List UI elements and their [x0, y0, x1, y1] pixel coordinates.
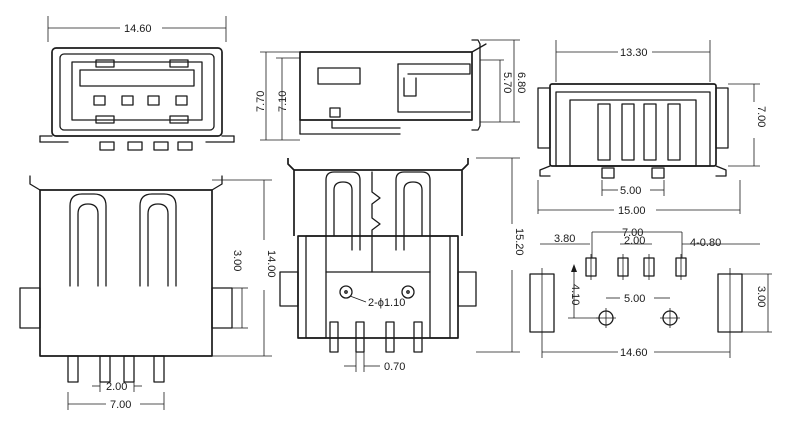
- pcb-layout: 3.80 7.00 2.00 4-0.80 5.00 4.10: [529, 227, 772, 359]
- side-view: 7.70 7.10 5.70 6.80: [255, 39, 527, 141]
- dim-rear-base-width: 15.00: [618, 205, 646, 217]
- dim-pcb-row-gap: 4.10: [569, 284, 581, 305]
- dim-pcb-x-offset: 3.80: [554, 233, 575, 245]
- dim-pcb-slot-height: 3.00: [755, 286, 767, 307]
- dim-side-d: 6.80: [515, 72, 527, 93]
- dim-side-c: 5.70: [501, 72, 513, 93]
- dim-bottom-length: 15.20: [513, 228, 525, 256]
- dim-bottom-holes: 2-ϕ1.10: [368, 297, 405, 309]
- dim-front-width: 14.60: [124, 23, 152, 35]
- bottom-view: 2-ϕ1.10 0.70 15.20: [279, 157, 525, 373]
- top-view: 14.00 3.00 2.00 7.00: [19, 175, 277, 411]
- dim-top-pin-pitch: 2.00: [106, 381, 127, 393]
- dim-bottom-pin-width: 0.70: [384, 361, 405, 373]
- dim-top-tab: 3.00: [231, 250, 243, 271]
- dim-top-pin-span: 7.00: [110, 399, 131, 411]
- dim-pcb-post-pitch: 5.00: [624, 293, 645, 305]
- rear-view: 13.30 7.00 5.00 15.00: [537, 40, 767, 217]
- dim-pcb-pin-pitch: 2.00: [624, 235, 645, 247]
- dim-rear-height: 7.00: [755, 106, 767, 127]
- dim-pcb-pin-holes: 4-0.80: [690, 237, 721, 249]
- dim-pcb-total-width: 14.60: [620, 347, 648, 359]
- dim-top-height: 14.00: [265, 250, 277, 278]
- dim-rear-width: 13.30: [620, 47, 648, 59]
- dim-rear-pin-pitch: 5.00: [620, 185, 641, 197]
- dim-pcb-pin-span: 7.00: [622, 227, 643, 239]
- front-view: 14.60: [39, 16, 235, 151]
- dim-side-b: 7.10: [277, 91, 289, 112]
- dim-side-a: 7.70: [255, 91, 267, 112]
